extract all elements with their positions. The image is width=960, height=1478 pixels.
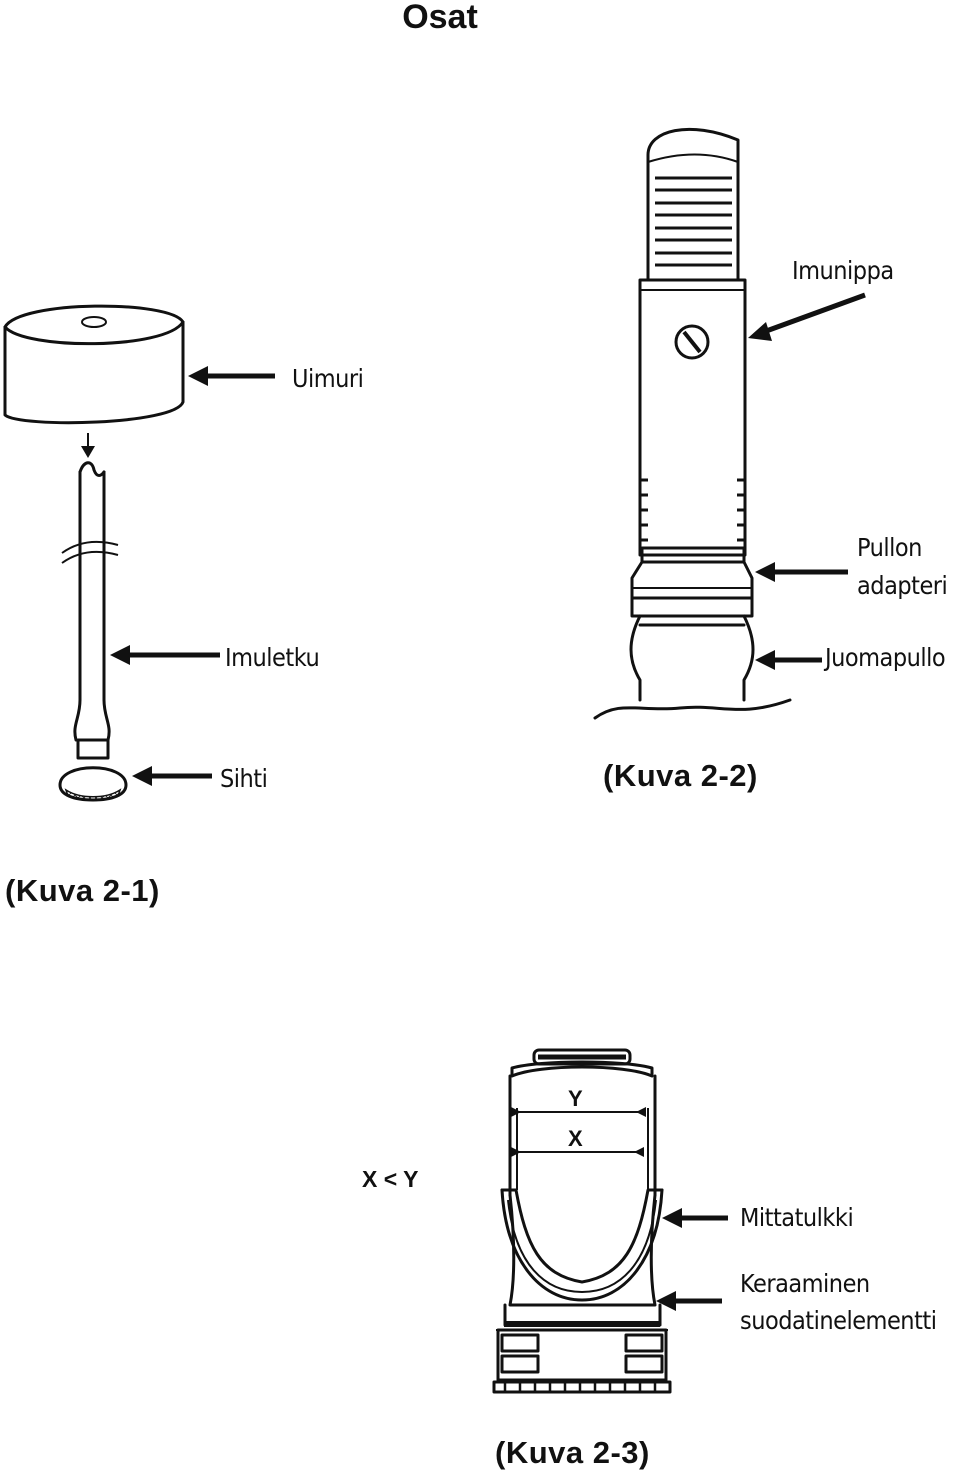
label-gauge: Mittatulkki	[740, 1203, 854, 1232]
filter-element-illustration	[492, 1048, 672, 1394]
label-element-line1: Keraaminen	[740, 1269, 870, 1298]
arrow-to-strainer	[132, 766, 212, 786]
dimension-label-x: X	[568, 1126, 583, 1151]
label-adapter-line2: adapteri	[857, 571, 948, 600]
label-adapter-line1: Pullon	[857, 533, 922, 562]
page-title: Osat	[402, 0, 478, 36]
arrow-to-gauge	[662, 1208, 728, 1228]
arrow-to-element	[656, 1291, 722, 1311]
label-strainer: Sihti	[220, 764, 268, 793]
label-element-line2: suodatinelementti	[740, 1306, 937, 1335]
arrow-to-nipple	[748, 292, 866, 341]
label-hose: Imuletku	[225, 643, 320, 672]
label-bottle: Juomapullo	[825, 643, 946, 672]
relation-text: X < Y	[362, 1166, 419, 1192]
caption-figure-2-2: (Kuva 2-2)	[603, 758, 758, 793]
arrow-to-float	[188, 366, 275, 386]
caption-figure-2-1: (Kuva 2-1)	[5, 873, 160, 908]
caption-figure-2-3: (Kuva 2-3)	[495, 1435, 650, 1470]
arrow-to-adapter	[755, 562, 848, 582]
label-float: Uimuri	[292, 364, 364, 393]
bottle-assembly-illustration	[593, 127, 792, 720]
float-down-arrow	[81, 433, 95, 458]
float-illustration	[3, 304, 185, 425]
label-nipple: Imunippa	[792, 256, 894, 285]
dimension-label-y: Y	[568, 1086, 583, 1111]
hose-illustration	[58, 461, 128, 802]
arrow-to-hose	[110, 645, 220, 665]
arrow-to-bottle	[755, 650, 822, 670]
